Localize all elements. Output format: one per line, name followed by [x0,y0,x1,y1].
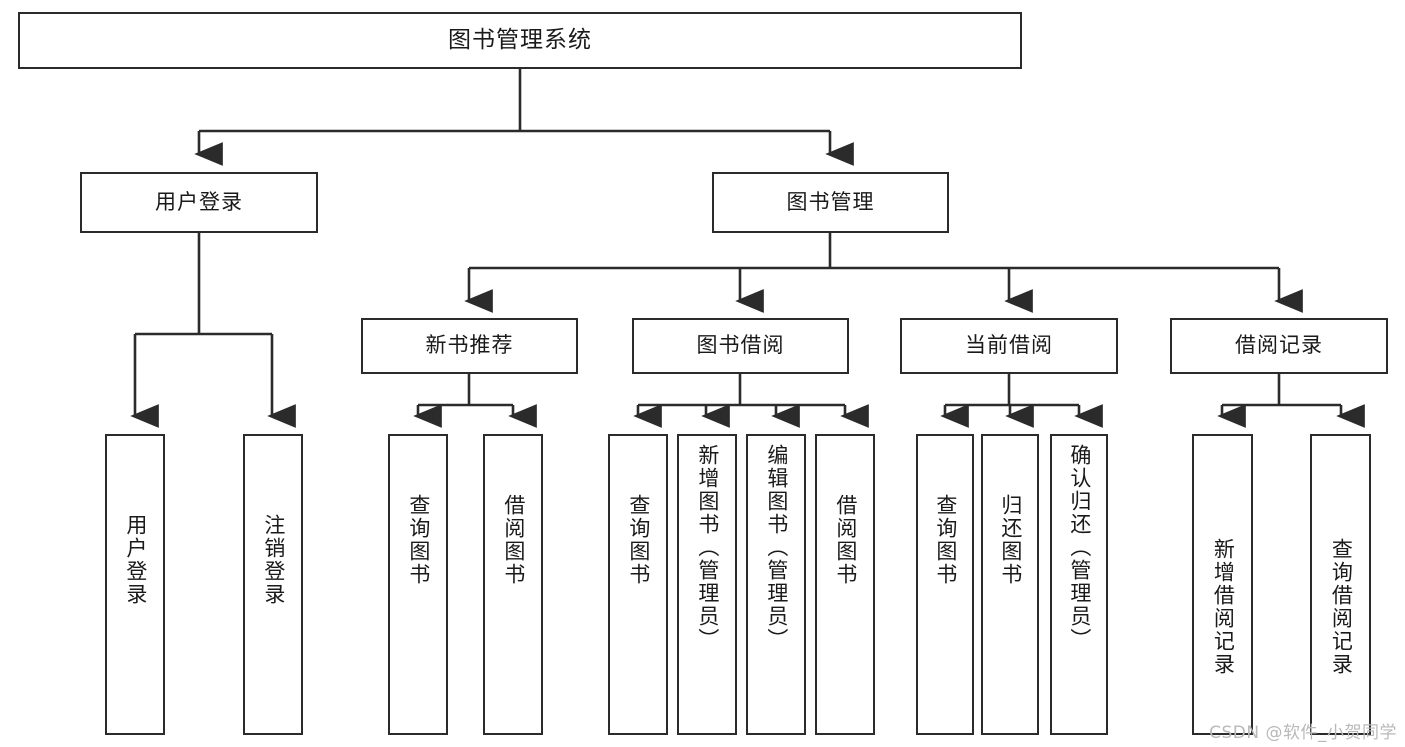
leaf-bookborrow-borrow-book[interactable]: 借阅图书 [815,434,875,735]
node-book-management[interactable]: 图书管理 [712,172,949,233]
node-new-book-recommend[interactable]: 新书推荐 [361,318,578,374]
leaf-logout[interactable]: 注销登录 [243,434,303,735]
leaf-user-login[interactable]: 用户登录 [105,434,165,735]
leaf-currentborrow-confirm-return-admin[interactable]: 确认归还（管理员） [1050,434,1108,735]
node-label: 查询图书 [626,494,651,586]
leaf-bookborrow-query-book[interactable]: 查询图书 [608,434,668,735]
node-book-borrow[interactable]: 图书借阅 [632,318,849,374]
node-label: 用户登录 [123,514,148,606]
node-label: 编辑图书（管理员） [764,444,789,651]
leaf-bookborrow-edit-book-admin[interactable]: 编辑图书（管理员） [746,434,806,735]
node-label: 图书管理系统 [448,26,592,53]
node-label: 新书推荐 [425,333,514,358]
node-label: 注销登录 [261,514,286,606]
node-label: 查询图书 [933,494,958,586]
leaf-newbook-query-book[interactable]: 查询图书 [388,434,448,735]
node-current-borrow[interactable]: 当前借阅 [900,318,1118,374]
node-label: 新增借阅记录 [1211,538,1236,676]
node-label: 查询借阅记录 [1329,538,1354,676]
leaf-newbook-borrow-book[interactable]: 借阅图书 [483,434,543,735]
leaf-borrowrecord-add-record[interactable]: 新增借阅记录 [1192,434,1253,735]
leaf-currentborrow-query-book[interactable]: 查询图书 [916,434,974,735]
leaf-bookborrow-add-book-admin[interactable]: 新增图书（管理员） [677,434,737,735]
node-label: 图书借阅 [696,333,785,358]
node-label: 新增图书（管理员） [695,444,720,651]
leaf-currentborrow-return-book[interactable]: 归还图书 [981,434,1039,735]
node-label: 归还图书 [998,494,1023,586]
node-borrow-record[interactable]: 借阅记录 [1170,318,1388,374]
node-label: 用户登录 [155,189,243,214]
node-label: 借阅记录 [1235,333,1323,358]
csdn-watermark: CSDN @软件_小贺同学 [1209,723,1397,743]
node-user-login[interactable]: 用户登录 [80,172,318,233]
node-label: 查询图书 [406,494,431,586]
leaf-borrowrecord-query-record[interactable]: 查询借阅记录 [1310,434,1371,735]
node-label: 借阅图书 [833,494,858,586]
node-label: 图书管理 [786,189,875,214]
node-label: 确认归还（管理员） [1067,444,1092,651]
node-label: 借阅图书 [501,494,526,586]
node-root-system[interactable]: 图书管理系统 [18,12,1022,69]
node-label: 当前借阅 [965,333,1053,358]
